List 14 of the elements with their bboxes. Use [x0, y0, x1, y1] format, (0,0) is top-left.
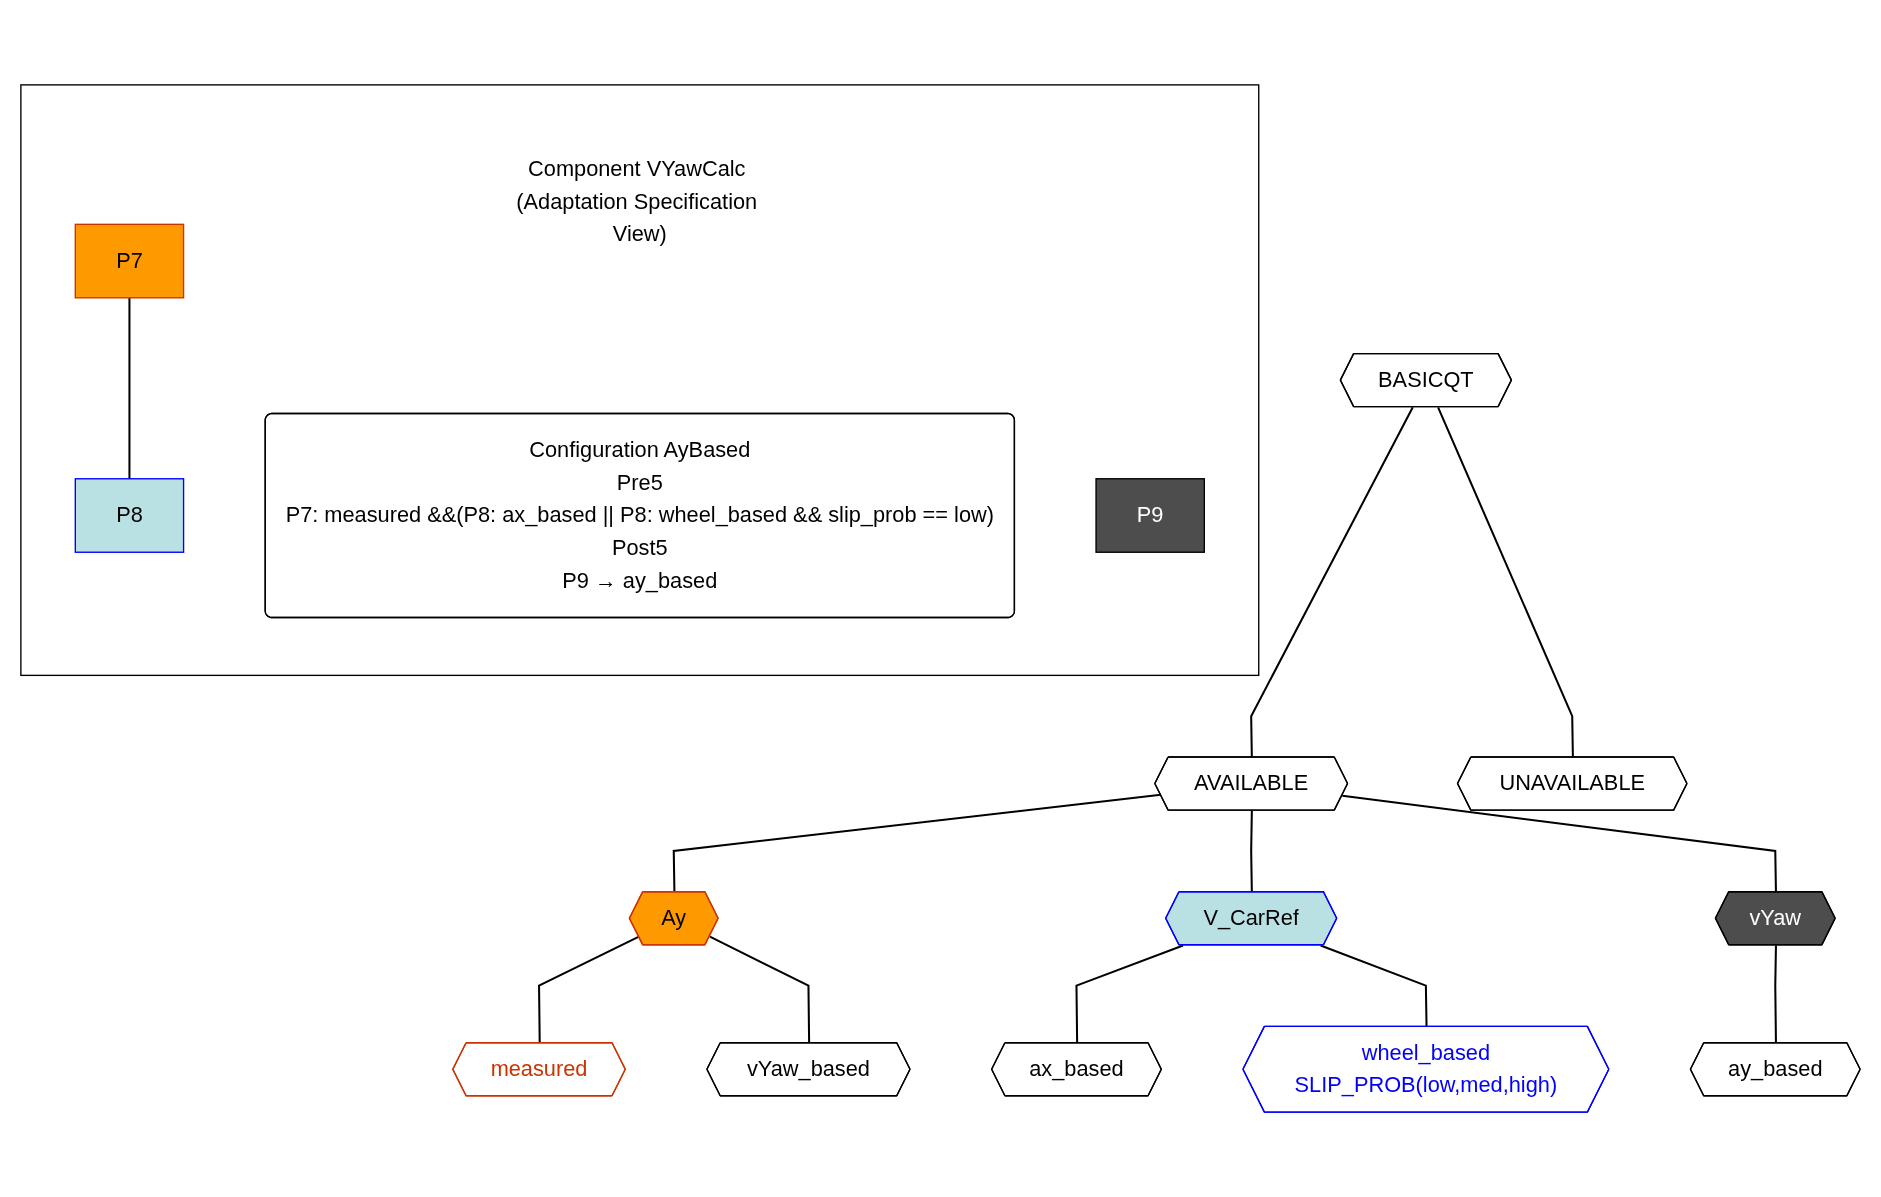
- connector: [1437, 406, 1574, 758]
- connector: [128, 297, 131, 479]
- connector: [1250, 810, 1253, 893]
- connector: [1075, 944, 1184, 1044]
- connector: [1342, 794, 1777, 893]
- connector: [1250, 406, 1414, 758]
- connector: [672, 793, 1161, 893]
- node-box: P9: [1095, 478, 1205, 553]
- node-box: P8: [74, 478, 185, 553]
- node-box: P7: [74, 223, 185, 299]
- connector: [538, 935, 640, 1044]
- connector: [709, 935, 811, 1044]
- connector: [1774, 945, 1777, 1044]
- connector: [1320, 944, 1428, 1028]
